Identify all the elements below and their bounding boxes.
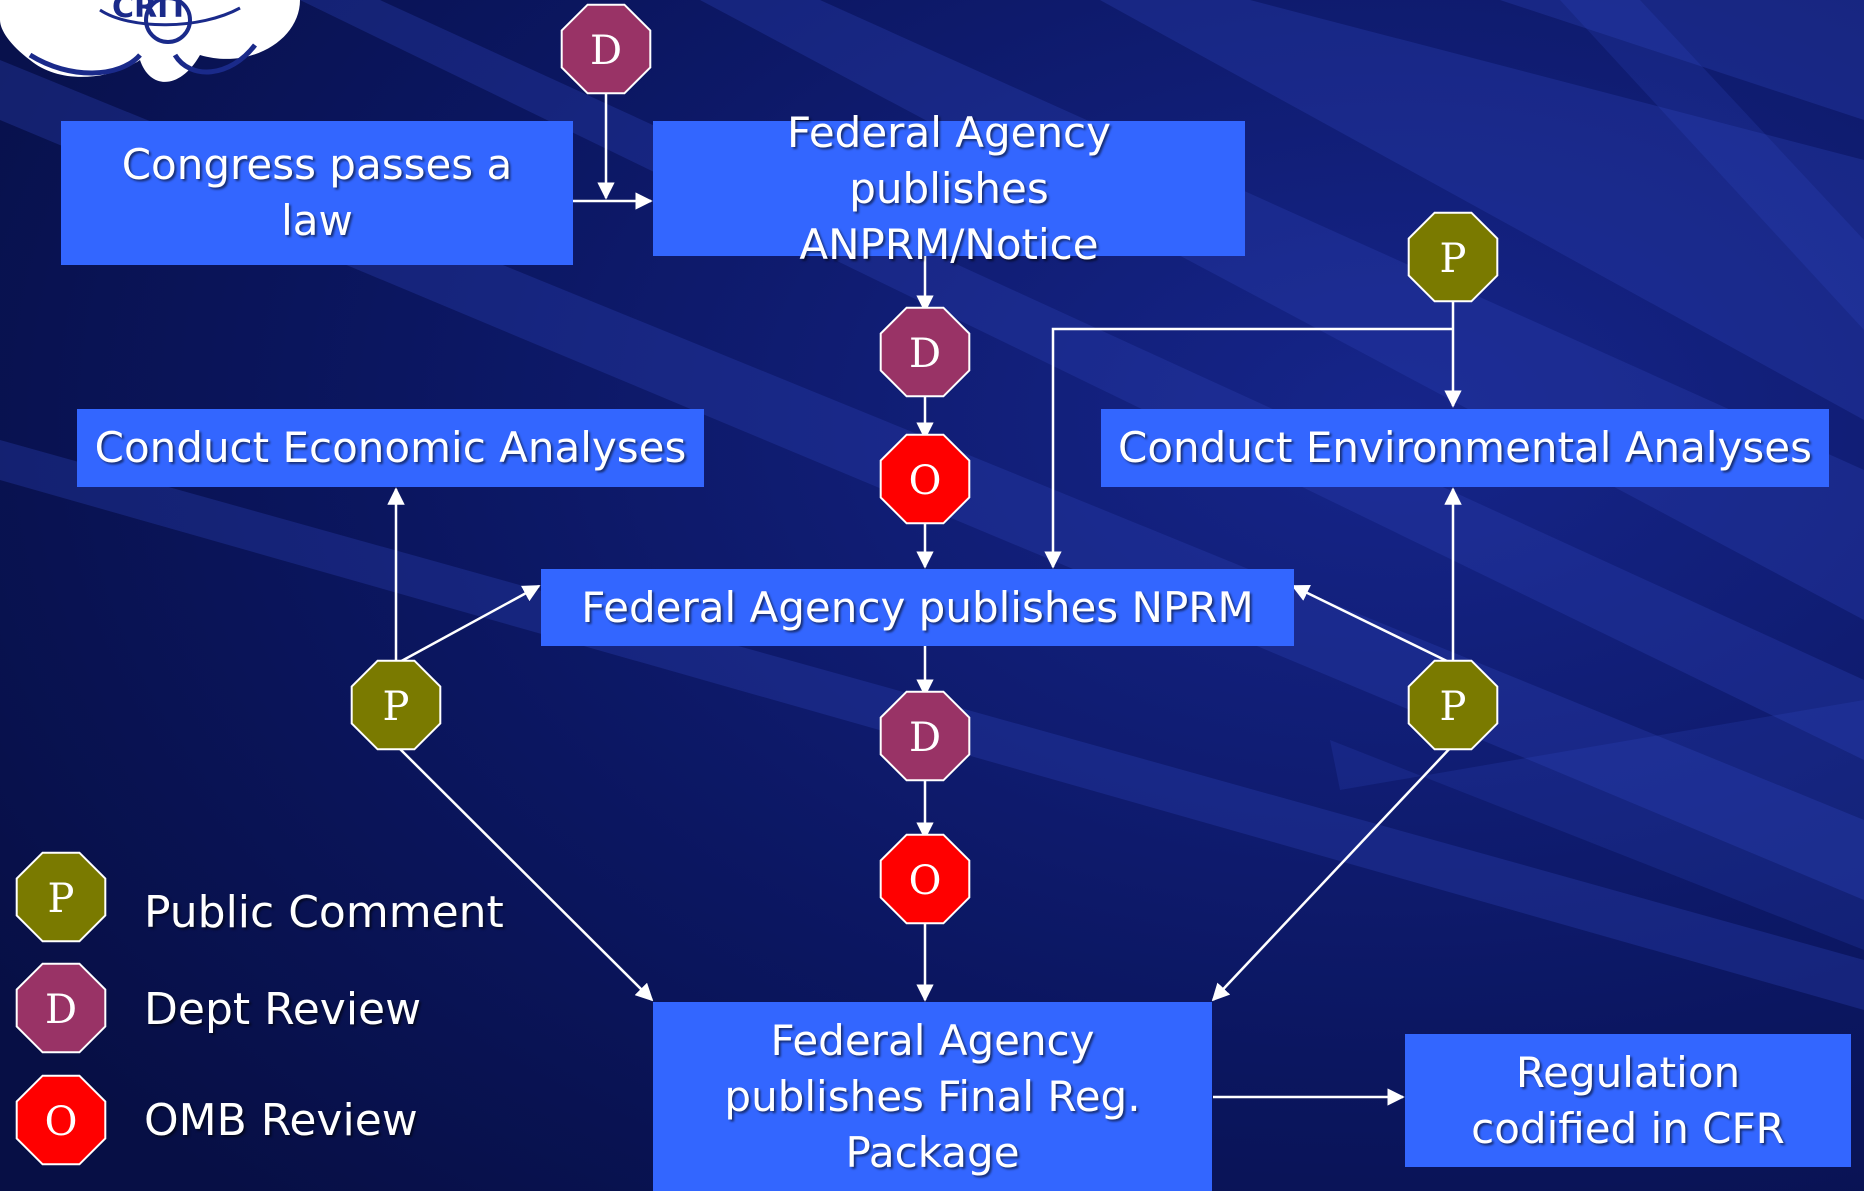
dept-review-marker-anprm-shape (879, 306, 971, 398)
public-comment-marker-top-letter: P (1440, 236, 1467, 282)
dept-review-marker-anprm: D (879, 306, 971, 398)
box-congress-passes-law: Congress passes a law (61, 121, 573, 265)
omb-review-marker-nprm-letter: O (909, 858, 942, 904)
legend-omb-review-icon-letter: O (45, 1099, 78, 1145)
public-comment-marker-right-letter: P (1440, 684, 1467, 730)
box-final-reg-package: Federal Agency publishes Final Reg. Pack… (653, 1002, 1212, 1191)
connector-public-left-to-final (395, 744, 654, 1002)
legend-public-comment: Public Comment (144, 887, 504, 938)
legend-dept-review: Dept Review (144, 984, 422, 1035)
legend-dept-review-icon: D (15, 962, 107, 1054)
omb-review-marker-anprm-letter: O (909, 458, 942, 504)
dept-review-marker-congress-letter: D (590, 28, 622, 74)
legend-public-comment-icon-shape (15, 851, 107, 943)
box-regulation-codified: Regulation codified in CFR (1405, 1034, 1851, 1167)
connector-public-to-nprm (1044, 327, 1453, 569)
legend-omb-review: OMB Review (144, 1095, 418, 1146)
public-comment-marker-right-shape (1407, 659, 1499, 751)
logo-text: CRIT (112, 0, 189, 25)
dept-review-marker-nprm: D (879, 690, 971, 782)
legend-dept-review-icon-letter: D (45, 987, 77, 1033)
dept-review-marker-congress-shape (560, 3, 652, 95)
connector-public-left-to-nprm (395, 584, 541, 666)
legend-omb-review-icon-shape (15, 1074, 107, 1166)
omb-review-marker-nprm-shape (879, 833, 971, 925)
omb-review-marker-anprm-shape (879, 433, 971, 525)
connector-public-right-to-nprm (1291, 584, 1454, 666)
legend-dept-review-icon-shape (15, 962, 107, 1054)
box-environmental-analyses: Conduct Environmental Analyses (1101, 409, 1829, 487)
box-anprm-notice: Federal Agency publishes ANPRM/Notice (653, 108, 1245, 269)
public-comment-marker-top-shape (1407, 211, 1499, 303)
legend-public-comment-icon-letter: P (48, 876, 75, 922)
public-comment-marker-right: P (1407, 659, 1499, 751)
omb-review-marker-anprm: O (879, 433, 971, 525)
connector-public-right-to-final (1211, 744, 1454, 1002)
box-nprm: Federal Agency publishes NPRM (541, 569, 1294, 646)
legend-omb-review-icon: O (15, 1074, 107, 1166)
dept-review-marker-anprm-letter: D (909, 331, 941, 377)
box-economic-analyses: Conduct Economic Analyses (77, 409, 704, 487)
public-comment-marker-left-letter: P (383, 684, 410, 730)
omb-review-marker-nprm: O (879, 833, 971, 925)
public-comment-marker-left-shape (350, 659, 442, 751)
public-comment-marker-top: P (1407, 211, 1499, 303)
logo-emblem: CRIT (0, 0, 320, 90)
public-comment-marker-left: P (350, 659, 442, 751)
dept-review-marker-nprm-shape (879, 690, 971, 782)
dept-review-marker-congress: D (560, 3, 652, 95)
dept-review-marker-nprm-letter: D (909, 715, 941, 761)
legend-public-comment-icon: P (15, 851, 107, 943)
